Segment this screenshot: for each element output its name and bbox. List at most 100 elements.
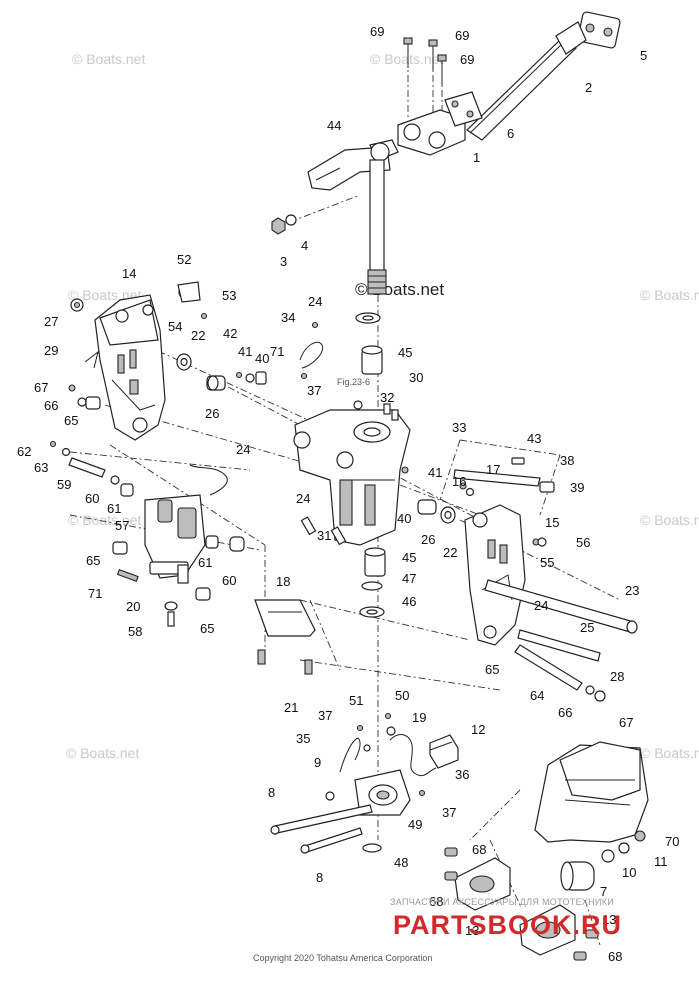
callout-71: 71 [88,586,102,601]
callout-64: 64 [530,688,544,703]
figure-ref: Fig.23-6 [337,377,370,387]
bolts-31 [300,516,347,546]
callout-57: 57 [115,518,129,533]
callout-61: 61 [107,501,121,516]
watermark: © Boats.net [640,287,699,303]
swivel-bracket-center [293,400,411,546]
callout-8: 8 [316,870,323,885]
callout-41: 41 [238,344,252,359]
callout-67: 67 [619,715,633,730]
callout-1: 1 [473,150,480,165]
callout-51: 51 [349,693,363,708]
callout-60: 60 [85,491,99,506]
callout-42: 42 [223,326,237,341]
small-parts-right [401,457,555,547]
callout-24: 24 [308,294,322,309]
callout-4: 4 [301,238,308,253]
callout-45: 45 [402,550,416,565]
callout-68: 68 [472,842,486,857]
callout-55: 55 [540,555,554,570]
callout-65: 65 [86,553,100,568]
wire-35-36 [339,712,437,797]
callout-30: 30 [409,370,423,385]
callout-32: 32 [380,390,394,405]
callout-16: 16 [452,474,466,489]
callout-15: 15 [545,515,559,530]
callout-67: 67 [34,380,48,395]
callout-65: 65 [64,413,78,428]
callout-40: 40 [397,511,411,526]
tilt-tube-23 [484,579,638,634]
callout-66: 66 [558,705,572,720]
callout-3: 3 [280,254,287,269]
shop-banner-tagline: ЗАПЧАСТИ И АКСЕССУАРЫ ДЛЯ МОТОТЕХНИКИ [390,897,614,907]
callout-6: 6 [507,126,514,141]
callout-23: 23 [625,583,639,598]
tilt-tube-64 [514,644,606,702]
watermark: © Boats.net [66,745,139,761]
callout-24: 24 [534,598,548,613]
callout-54: 54 [168,319,182,334]
callout-29: 29 [44,343,58,358]
callout-47: 47 [402,571,416,586]
callout-34: 34 [281,310,295,325]
watermark: © Boats.net [68,512,141,528]
shaft-bushings [355,312,386,618]
callout-12: 12 [471,722,485,737]
callout-70: 70 [665,834,679,849]
callout-56: 56 [576,535,590,550]
callout-14: 14 [122,266,136,281]
callout-63: 63 [34,460,48,475]
callout-20: 20 [126,599,140,614]
watermark: © Boats.net [640,745,699,761]
callout-22: 22 [443,545,457,560]
callout-66: 66 [44,398,58,413]
callout-40: 40 [255,351,269,366]
callout-68: 68 [608,949,622,964]
callout-37: 37 [318,708,332,723]
watermark: © Boats.net [640,512,699,528]
callout-13: 13 [602,912,616,927]
callout-33: 33 [452,420,466,435]
clamp-bracket-left-part-14 [94,294,166,441]
shop-banner: ЗАПЧАСТИ И АКСЕССУАРЫ ДЛЯ МОТОТЕХНИКИ PA… [390,897,621,940]
callout-58: 58 [128,624,142,639]
callout-69: 69 [370,24,384,39]
pin-59 [49,440,134,497]
copyright-notice: Copyright 2020 Tohatsu America Corporati… [253,953,432,963]
callout-44: 44 [327,118,341,133]
callout-19: 19 [412,710,426,725]
steering-tube-part-2 [466,11,621,141]
callout-26: 26 [421,532,435,547]
callout-27: 27 [44,314,58,329]
callout-53: 53 [222,288,236,303]
callout-69: 69 [455,28,469,43]
block-part-12 [429,734,459,769]
callout-26: 26 [205,406,219,421]
callout-24: 24 [236,442,250,457]
callout-21: 21 [284,700,298,715]
callout-10: 10 [622,865,636,880]
bolts-69 [403,37,447,85]
callout-71: 71 [270,344,284,359]
callout-61: 61 [198,555,212,570]
callout-17: 17 [486,462,500,477]
callout-25: 25 [580,620,594,635]
clamp-bracket-right-part-15 [464,504,526,646]
callout-60: 60 [222,573,236,588]
callout-labels: 69 69 69 5 2 6 1 44 4 3 52 53 14 54 22 2… [17,24,679,964]
trim-unit-part-57 [112,464,245,627]
callout-36: 36 [455,767,469,782]
callout-35: 35 [296,731,310,746]
callout-59: 59 [57,477,71,492]
wire-34 [299,321,324,380]
callout-13: 13 [465,923,479,938]
callout-39: 39 [570,480,584,495]
callout-18: 18 [276,574,290,589]
callout-22: 22 [191,328,205,343]
callout-48: 48 [394,855,408,870]
callout-11: 11 [654,854,668,869]
swivel-shaft [367,159,387,295]
callout-50: 50 [395,688,409,703]
